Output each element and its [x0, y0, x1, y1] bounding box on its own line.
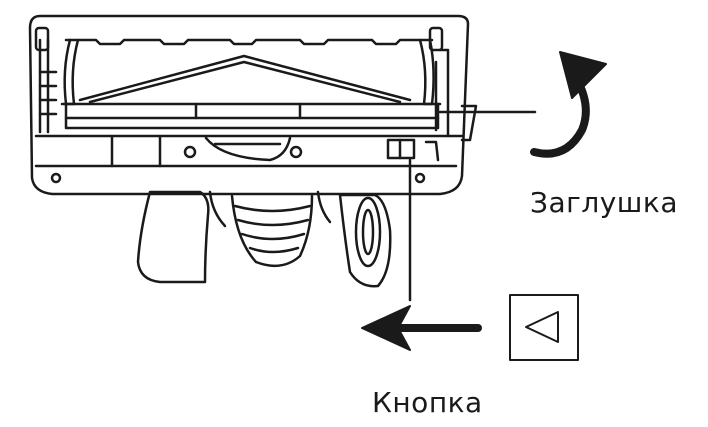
- button-symbol-box: [509, 294, 579, 361]
- plug-label: Заглушка: [530, 186, 678, 219]
- triangle-left-icon: [525, 311, 559, 343]
- brush-head-body: [28, 14, 478, 196]
- wheels-and-neck: [136, 190, 392, 288]
- button-label: Кнопка: [372, 386, 483, 419]
- left-arrow-icon: [361, 305, 482, 351]
- curved-arrow-rotate-icon: [530, 51, 607, 158]
- brush-roller: [60, 38, 442, 130]
